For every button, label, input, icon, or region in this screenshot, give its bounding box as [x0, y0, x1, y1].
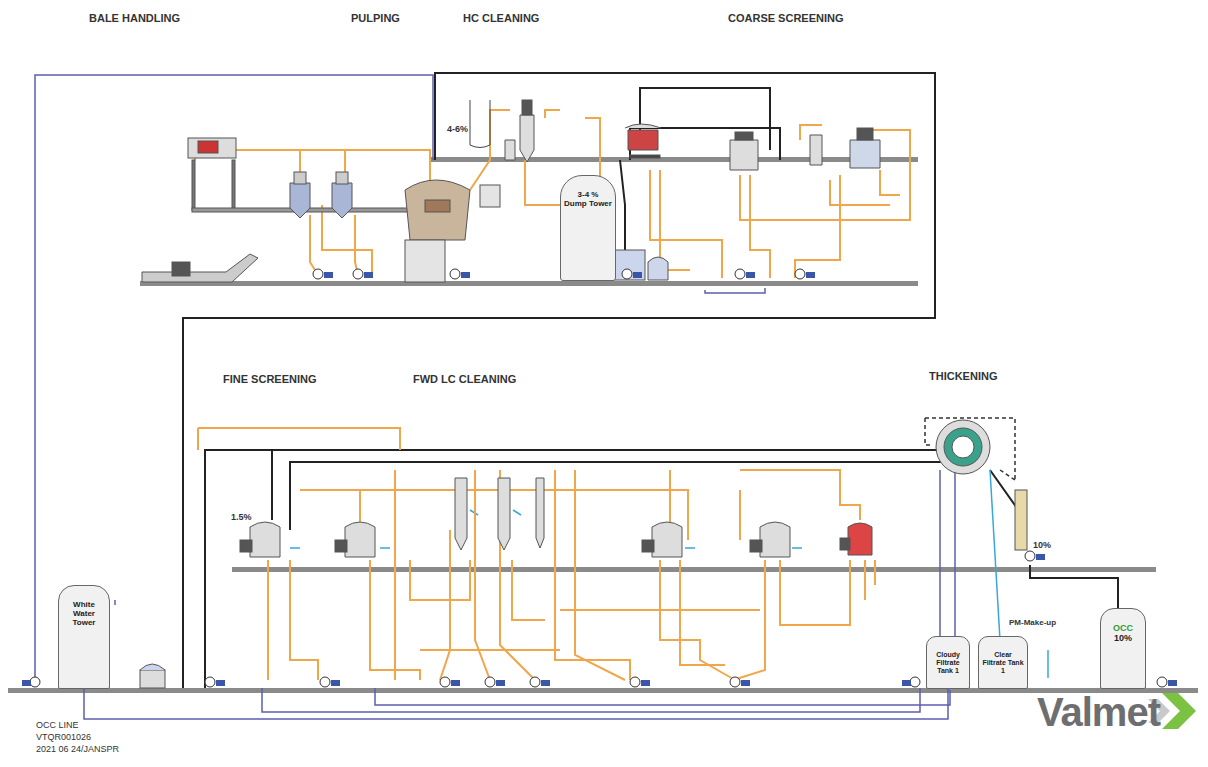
node-text: 10% [1114, 633, 1132, 643]
occ-tower: OCC10% [1100, 608, 1146, 689]
drawing-note: OCC LINE [35, 720, 80, 730]
node-text: OCC [1113, 623, 1133, 633]
filtrate-tank: Clear Filtrate Tank 1 [978, 636, 1028, 689]
equipment [140, 100, 1027, 688]
node-text: Cloudy Filtrate Tank 1 [930, 651, 966, 675]
section-heading: BALE HANDLING [88, 12, 181, 25]
pumps [22, 269, 1177, 687]
drawing-date: 2021 06 24/JANSPR [35, 744, 120, 754]
drawing-id: VTQR001026 [35, 732, 92, 742]
consistency-label: 4-6% [446, 124, 469, 134]
section-heading: PULPING [350, 12, 401, 25]
node-text: Clear Filtrate Tank 1 [982, 651, 1024, 675]
purple-lines [35, 75, 955, 712]
orange-pipes [195, 110, 910, 680]
floors [8, 157, 1198, 693]
section-heading: THICKENING [928, 370, 998, 383]
section-heading: COARSE SCREENING [727, 12, 845, 25]
section-heading: FWD LC CLEANING [412, 373, 517, 386]
node-text: Dump Tower [564, 199, 612, 208]
thickening-bracket [925, 418, 1015, 480]
node-text: White Water Tower [62, 600, 106, 628]
consistency-label: 1.5% [230, 512, 253, 522]
consistency-label: 10% [1032, 540, 1052, 550]
pipe-connector [84, 689, 948, 719]
filtrate-tank: Cloudy Filtrate Tank 1 [926, 636, 970, 689]
flow-label: PM-Make-up [1008, 618, 1057, 627]
section-heading: HC CLEANING [462, 12, 540, 25]
node-text: 3-4 % [578, 190, 599, 199]
dump-tower: 3-4 %Dump Tower [560, 175, 616, 281]
white-water-tower: White Water Tower [58, 585, 110, 689]
section-heading: FINE SCREENING [222, 373, 318, 386]
black-frame-lines [183, 73, 1118, 688]
company-logo: Valmet [1036, 689, 1161, 735]
